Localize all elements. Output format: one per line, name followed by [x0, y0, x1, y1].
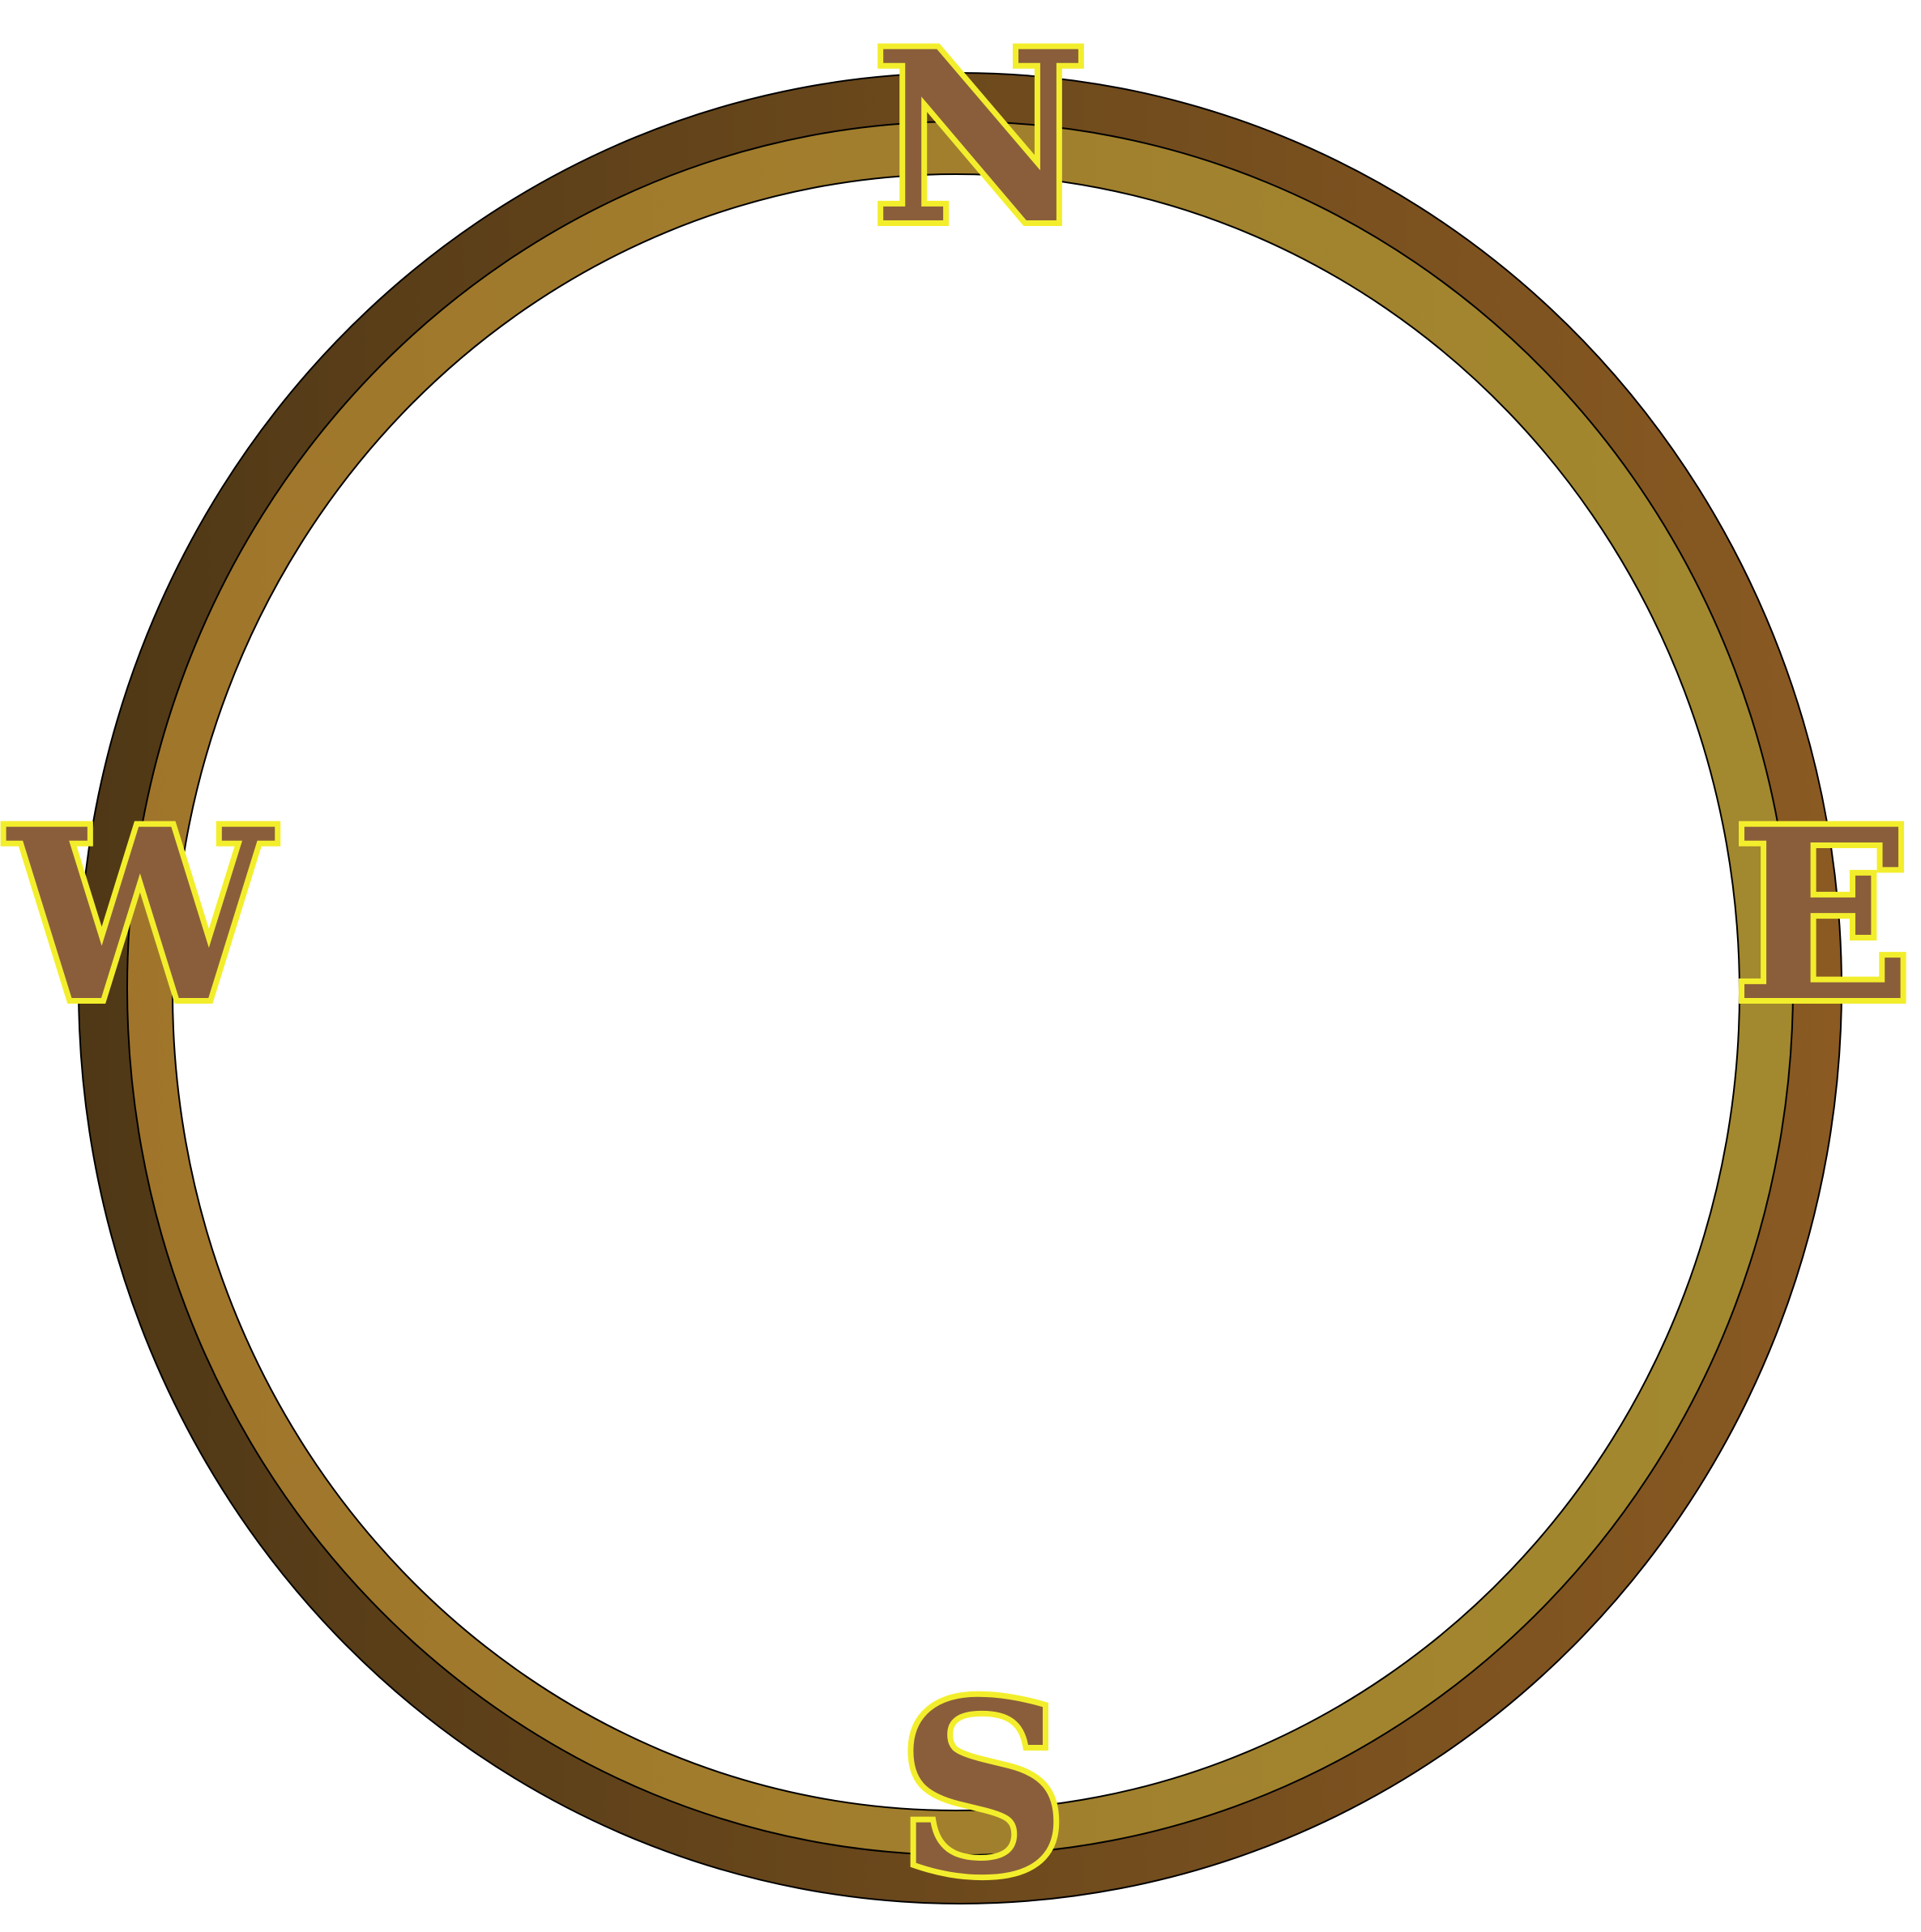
compass-face	[172, 173, 1740, 1811]
north-label: N	[873, 1, 1087, 276]
south-label: S	[898, 1652, 1067, 1927]
west-label: W	[5, 778, 276, 1054]
east-label: E	[1733, 778, 1912, 1054]
